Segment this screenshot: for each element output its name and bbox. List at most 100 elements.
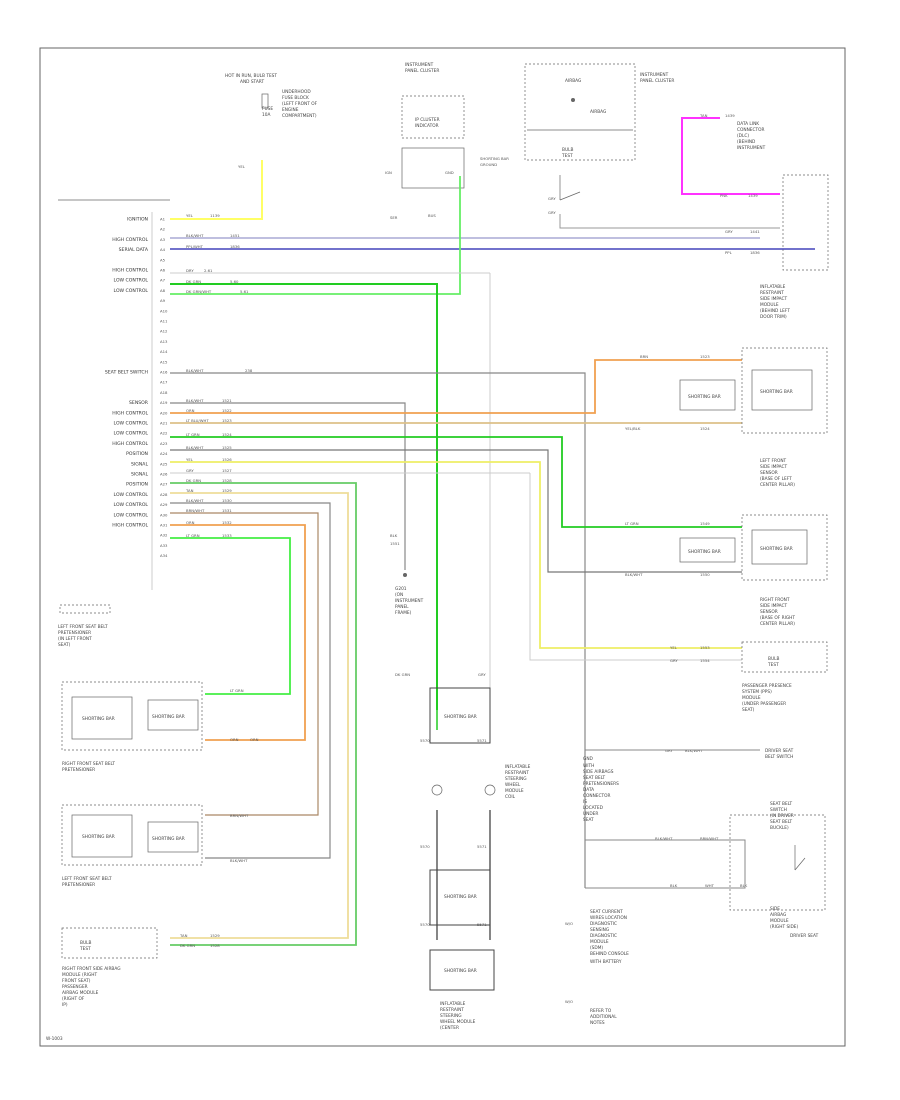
svg-text:FRAME): FRAME) — [395, 610, 412, 616]
svg-text:(IN DRIVER: (IN DRIVER — [770, 813, 794, 819]
svg-text:GND: GND — [445, 170, 454, 175]
svg-text:YEL: YEL — [238, 164, 246, 169]
svg-text:(SDM): (SDM) — [590, 945, 603, 951]
module-pin-number: A18 — [160, 390, 168, 395]
module-pin-number: A26 — [160, 472, 168, 477]
svg-text:GND: GND — [583, 756, 594, 762]
module-pin-number: A15 — [160, 359, 168, 364]
svg-text:GRY: GRY — [478, 672, 486, 677]
svg-text:5571: 5571 — [477, 844, 487, 849]
wire-magenta — [681, 117, 780, 195]
svg-text:FRONT SEAT): FRONT SEAT) — [62, 978, 91, 984]
svg-text:SHORTING BAR: SHORTING BAR — [760, 546, 793, 552]
svg-text:BUS: BUS — [428, 213, 436, 218]
svg-text:SIDE IMPACT: SIDE IMPACT — [760, 296, 788, 302]
module-pin-number: A21 — [160, 421, 168, 426]
svg-text:YEL/BLK: YEL/BLK — [625, 426, 641, 431]
module-pin-number: A19 — [160, 400, 168, 405]
module-pin-number: A5 — [160, 257, 166, 262]
svg-text:SEAT BELT: SEAT BELT — [770, 819, 793, 825]
svg-text:5571: 5571 — [477, 738, 487, 743]
svg-text:DATA LINK: DATA LINK — [737, 121, 759, 127]
svg-text:DK GRN/WHT: DK GRN/WHT — [186, 289, 212, 294]
data-link-connector: DATA LINK CONNECTOR (DLC) (BEHIND INSTRU… — [737, 121, 829, 320]
svg-text:1533: 1533 — [222, 533, 232, 538]
svg-text:FUSE BLOCK: FUSE BLOCK — [282, 95, 309, 101]
svg-text:(BASE OF LEFT: (BASE OF LEFT — [760, 476, 792, 482]
svg-text:SHORTING BAR: SHORTING BAR — [444, 714, 477, 720]
svg-text:PRETENSIONER: PRETENSIONER — [62, 882, 95, 888]
svg-text:DIAGNOSTIC: DIAGNOSTIC — [590, 921, 617, 927]
svg-text:PPL/WHT: PPL/WHT — [186, 244, 204, 249]
wire-orange-lower — [170, 524, 306, 741]
svg-text:DRY: DRY — [186, 268, 194, 273]
corner-label: W-1003 — [46, 1036, 63, 1042]
module-pin-label: POSITION — [126, 482, 148, 488]
driver-seat-belt-switch: DRIVER SEAT BELT SWITCH GND WITH SIDE AI… — [583, 748, 826, 939]
svg-text:GROUND: GROUND — [480, 162, 497, 167]
svg-text:5570: 5570 — [420, 922, 430, 927]
svg-text:BULB: BULB — [80, 940, 91, 946]
module-pin-label: LOW CONTROL — [114, 512, 149, 518]
hot-fuse-group: HOT IN RUN, BULB TEST AND START FUSE 10A… — [225, 73, 318, 169]
svg-text:1836: 1836 — [230, 244, 240, 249]
svg-text:UNDERHOOD: UNDERHOOD — [282, 89, 311, 95]
svg-text:BLK/WHT: BLK/WHT — [625, 572, 643, 577]
module-pin-number: A2 — [160, 227, 166, 232]
svg-text:1439: 1439 — [748, 193, 758, 198]
svg-text:YEL: YEL — [670, 645, 678, 650]
svg-text:BLK: BLK — [670, 883, 678, 888]
svg-text:SHORTING BAR: SHORTING BAR — [444, 968, 477, 974]
svg-text:AND START: AND START — [240, 79, 264, 85]
svg-text:IGN: IGN — [385, 170, 392, 175]
svg-text:SIDE: SIDE — [770, 906, 780, 912]
svg-text:1451: 1451 — [230, 233, 240, 238]
module-pin-number: A25 — [160, 461, 168, 466]
svg-text:RESTRAINT: RESTRAINT — [760, 290, 784, 296]
module-pin-number: A4 — [160, 247, 166, 252]
module-pin-number: A12 — [160, 329, 168, 334]
svg-text:BULB: BULB — [562, 147, 573, 153]
svg-text:BULB: BULB — [768, 656, 779, 662]
module-pin-label: SERIAL DATA — [119, 247, 149, 253]
svg-text:BLK: BLK — [390, 533, 398, 538]
svg-text:(RIGHT OF: (RIGHT OF — [62, 996, 85, 1002]
svg-text:PANEL CLUSTER: PANEL CLUSTER — [640, 78, 674, 84]
wire-black-lower — [170, 502, 331, 859]
svg-text:GRY: GRY — [548, 196, 556, 201]
svg-text:DIAGNOSTIC: DIAGNOSTIC — [590, 933, 617, 939]
svg-text:1529: 1529 — [210, 933, 220, 938]
svg-text:SER: SER — [390, 215, 398, 220]
module-pin-number: A29 — [160, 502, 168, 507]
wire-ignition — [170, 160, 263, 220]
svg-text:(BEHIND LEFT: (BEHIND LEFT — [760, 308, 790, 314]
svg-text:ORN: ORN — [186, 408, 195, 413]
svg-text:INFLATABLE: INFLATABLE — [760, 284, 786, 290]
svg-text:SIDE IMPACT: SIDE IMPACT — [760, 603, 788, 609]
svg-text:COIL: COIL — [505, 794, 516, 800]
svg-text:1524: 1524 — [700, 426, 710, 431]
svg-text:TAN: TAN — [185, 488, 194, 493]
svg-text:INSTRUMENT: INSTRUMENT — [640, 72, 669, 78]
svg-text:LT GRN: LT GRN — [625, 521, 639, 526]
svg-text:1549: 1549 — [700, 521, 710, 526]
svg-text:CENTER PILLAR): CENTER PILLAR) — [760, 621, 795, 627]
svg-text:PASSENGER: PASSENGER — [62, 984, 88, 990]
svg-text:1525: 1525 — [222, 445, 232, 450]
passenger-presence-module: BULB TEST PASSENGER PRESENCE SYSTEM (PPS… — [741, 641, 828, 713]
wire-orange-right — [170, 359, 742, 414]
svg-text:TEST: TEST — [767, 662, 779, 668]
svg-text:GRY: GRY — [725, 229, 733, 234]
svg-text:INSTRUMENT: INSTRUMENT — [737, 145, 766, 151]
svg-text:RESTRAINT: RESTRAINT — [440, 1007, 464, 1013]
module-pin-number: A32 — [160, 533, 168, 538]
svg-text:NOTES: NOTES — [590, 1020, 605, 1026]
svg-text:RIGHT FRONT: RIGHT FRONT — [760, 597, 790, 603]
svg-text:BRN/WHT: BRN/WHT — [186, 508, 205, 513]
svg-text:GRY: GRY — [670, 658, 678, 663]
svg-text:ENGINE: ENGINE — [282, 107, 299, 113]
module-pin-number: A6 — [160, 268, 166, 273]
module-pin-number: A31 — [160, 523, 168, 528]
